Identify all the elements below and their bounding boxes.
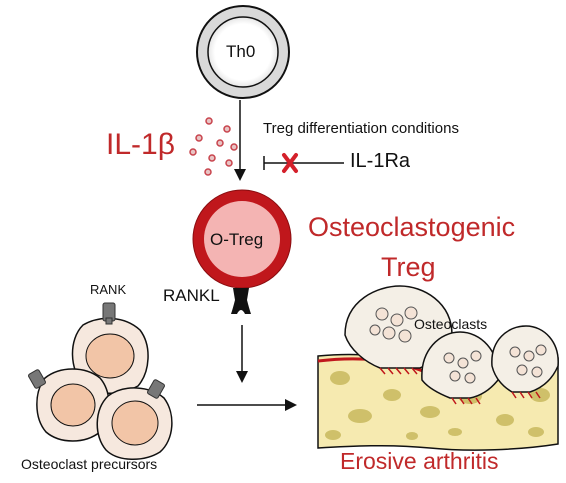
il1ra-label: IL-1Ra	[350, 150, 411, 172]
inhibition-x-icon	[282, 153, 298, 173]
th0-cell-icon	[196, 5, 290, 99]
treg-conditions-label: Treg differentiation conditions	[263, 120, 459, 137]
precursors-label: Osteoclast precursors	[21, 456, 158, 472]
osteoclasts-label: Osteoclasts	[414, 316, 488, 332]
th0-label: Th0	[226, 42, 256, 61]
rankl-label: RANKL	[163, 286, 220, 305]
inhibition-line	[263, 156, 344, 170]
osteoclastogenic-title-line2: Treg	[381, 252, 436, 282]
rank-receptor-icon	[28, 302, 165, 399]
rankl-receptor-icon	[231, 288, 251, 314]
osteoclastogenic-title-line1: Osteoclastogenic	[308, 212, 516, 242]
otreg-label: O-Treg	[210, 230, 264, 249]
erosive-arthritis-label: Erosive arthritis	[340, 448, 499, 474]
il1b-label: IL-1β	[106, 128, 175, 161]
cytokine-dots-icon	[189, 117, 238, 176]
rank-label: RANK	[90, 282, 127, 297]
osteoclast-icon	[344, 285, 559, 405]
osteoclast-precursor-icon	[36, 317, 173, 460]
